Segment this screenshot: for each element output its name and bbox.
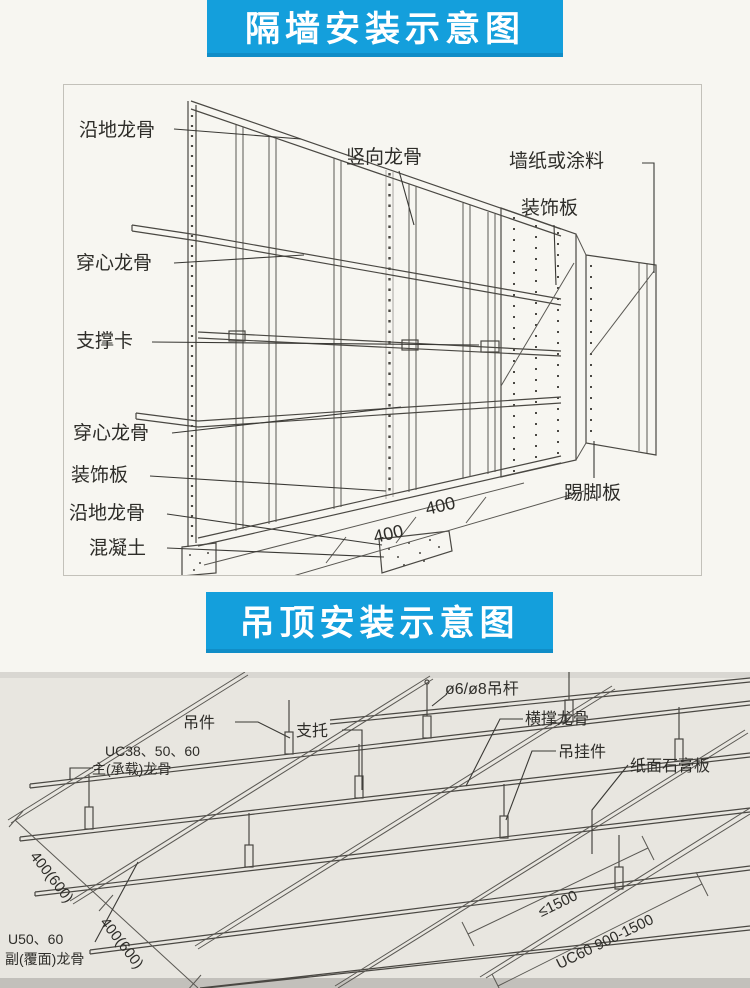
label-floor-runner-top: 沿地龙骨 xyxy=(79,119,155,141)
wall-top-rail xyxy=(190,100,562,237)
label-hanger-rod: ø6/ø8吊杆 xyxy=(445,680,519,698)
dim-400-a: 400 xyxy=(423,493,457,519)
ceiling-bottom-strip xyxy=(0,978,750,988)
wall-labels: 沿地龙骨 穿心龙骨 支撑卡 穿心龙骨 装饰板 沿地龙骨 混凝土 竖向龙骨 墙纸或… xyxy=(69,119,621,559)
ceiling-secondary-runners xyxy=(7,672,750,988)
wall-return-panel xyxy=(575,233,657,461)
label-support-clip: 支撑卡 xyxy=(76,330,133,352)
label-hanging-piece: 吊挂件 xyxy=(558,743,606,761)
label-wallpaper-or-paint: 墙纸或涂料 xyxy=(509,150,604,172)
label-concrete: 混凝土 xyxy=(89,537,146,559)
wall-diagram-frame: 沿地龙骨 穿心龙骨 支撑卡 穿心龙骨 装饰板 沿地龙骨 混凝土 竖向龙骨 墙纸或… xyxy=(63,84,702,576)
label-deco-board-right: 装饰板 xyxy=(521,197,578,219)
ceiling-dimension-lines xyxy=(8,810,709,988)
label-through-runner-top: 穿心龙骨 xyxy=(76,252,152,274)
label-vertical-runner: 竖向龙骨 xyxy=(346,146,422,168)
label-through-runner-bottom: 穿心龙骨 xyxy=(73,422,149,444)
dim-400-600-a: 400(600) xyxy=(26,848,76,906)
label-sub-runner-spec: U50、60 xyxy=(8,931,63,947)
ceiling-diagram-area: ø6/ø8吊杆 吊件 支托 横撑龙骨 吊挂件 纸面石膏板 UC38、50、60 … xyxy=(0,672,750,988)
wall-studs xyxy=(235,125,496,531)
wall-panel xyxy=(500,207,577,478)
label-main-runner-name: 主(承载)龙骨 xyxy=(92,761,171,777)
wall-banner-title: 隔墙安装示意图 xyxy=(207,0,563,57)
label-hanger: 吊件 xyxy=(183,714,215,732)
label-gypsum-board: 纸面石膏板 xyxy=(630,756,710,775)
wall-leader-lines xyxy=(149,128,655,558)
dim-400-b: 400 xyxy=(371,521,405,547)
wall-concrete-base xyxy=(181,530,453,575)
ceiling-top-strip xyxy=(0,672,750,678)
wall-through-runners xyxy=(131,224,562,428)
ceiling-diagram-drawing: ø6/ø8吊杆 吊件 支托 横撑龙骨 吊挂件 纸面石膏板 UC38、50、60 … xyxy=(0,672,750,988)
label-skirting-board: 踢脚板 xyxy=(564,482,621,504)
wall-corner-dotted-line xyxy=(385,170,394,499)
label-floor-runner-bottom: 沿地龙骨 xyxy=(69,502,145,524)
label-deco-board-left: 装饰板 xyxy=(71,464,128,486)
ceiling-main-runners xyxy=(19,677,750,988)
wall-diagram-drawing: 沿地龙骨 穿心龙骨 支撑卡 穿心龙骨 装饰板 沿地龙骨 混凝土 竖向龙骨 墙纸或… xyxy=(69,100,657,575)
label-cross-runner: 横撑龙骨 xyxy=(525,710,589,728)
ceiling-hangers xyxy=(84,672,684,890)
ceiling-leader-lines xyxy=(69,693,629,943)
wall-left-edge xyxy=(187,101,197,547)
ceiling-banner-title: 吊顶安装示意图 xyxy=(206,592,553,653)
label-main-runner-spec: UC38、50、60 xyxy=(105,743,200,759)
label-support-bracket: 支托 xyxy=(296,722,328,740)
label-sub-runner-name: 副(覆面)龙骨 xyxy=(5,951,84,967)
